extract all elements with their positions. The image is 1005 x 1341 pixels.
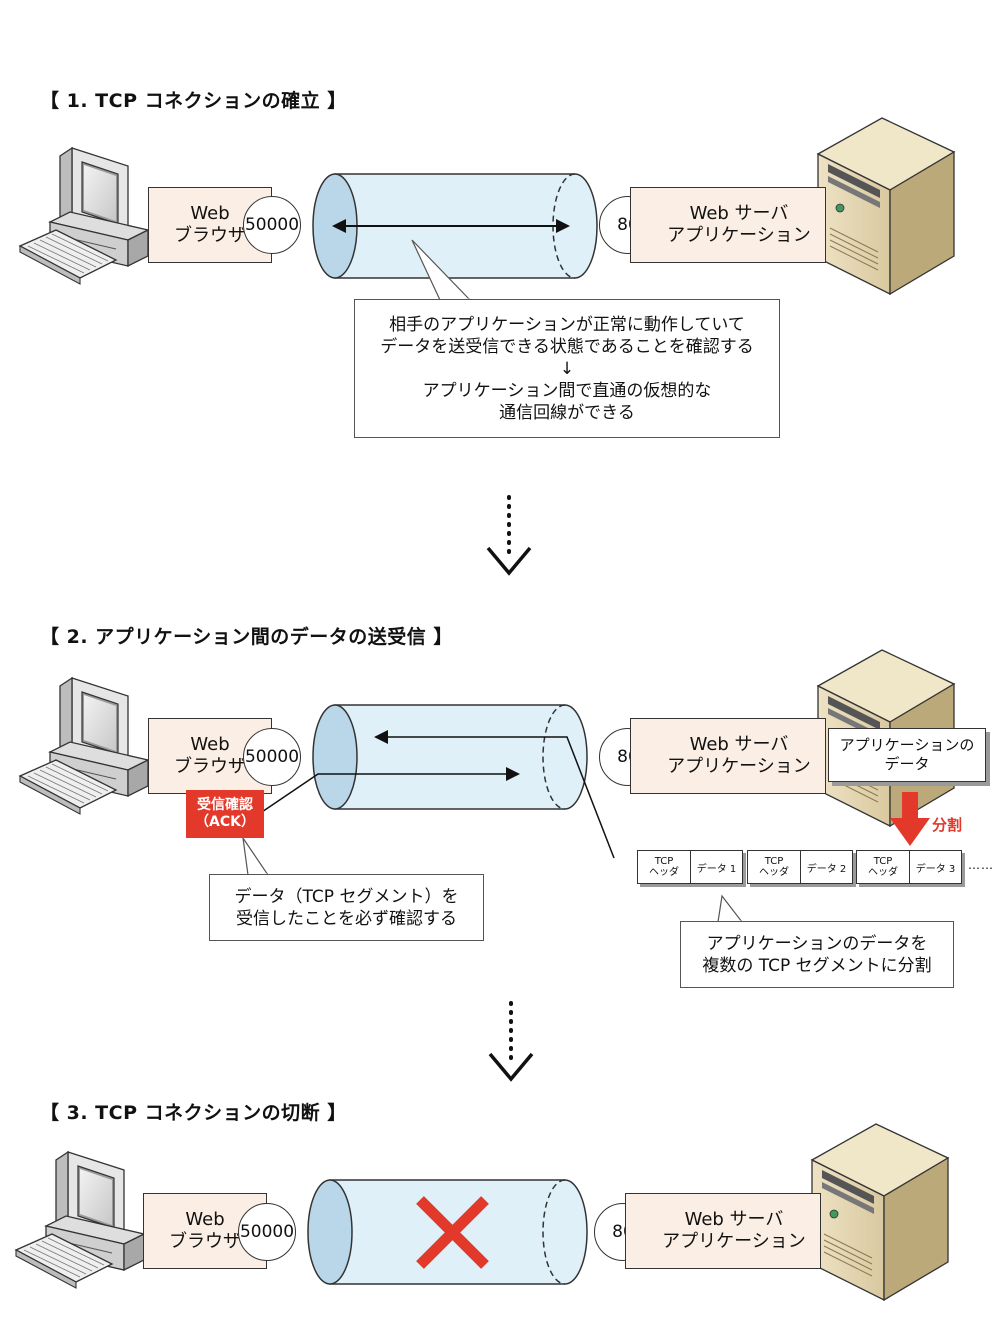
server-label-line: アプリケーション	[667, 225, 811, 246]
server-label-line: アプリケーション	[667, 756, 811, 777]
note-line: アプリケーション間で直通の仮想的な	[422, 380, 712, 401]
ack-arrow-to-server	[255, 767, 520, 817]
client-app-box: Web ブラウザ	[143, 1193, 267, 1269]
tcp-header-line: ヘッダ	[759, 867, 789, 878]
client-label-line: Web	[190, 734, 230, 755]
note-line: データ（TCP セグメント）を	[234, 886, 459, 907]
tcp-segment: TCP ヘッダ データ 3	[856, 850, 962, 884]
bidirectional-arrow	[332, 219, 570, 233]
tcp-header-line: ヘッダ	[649, 867, 679, 878]
callout-pointer	[717, 894, 744, 924]
client-computer-icon	[18, 676, 150, 815]
tcp-header-line: TCP	[873, 856, 893, 867]
tcp-segment: TCP ヘッダ データ 2	[747, 850, 853, 884]
server-label-line: Web サーバ	[689, 734, 789, 755]
ack-badge: 受信確認 （ACK）	[186, 790, 264, 838]
note-line: 通信回線ができる	[499, 402, 635, 423]
server-app-box: Web サーバ アプリケーション	[630, 718, 826, 794]
server-app-box: Web サーバ アプリケーション	[630, 187, 826, 263]
app-data-line: データ	[884, 755, 930, 773]
client-label-line: Web	[185, 1209, 225, 1230]
client-label-line: Web	[190, 203, 230, 224]
note-line: アプリケーションのデータを	[706, 933, 928, 954]
more-segments-ellipsis: ……	[968, 858, 994, 872]
server-app-box: Web サーバ アプリケーション	[625, 1193, 821, 1269]
client-port: 50000	[243, 196, 301, 254]
server-icon	[810, 1123, 950, 1302]
client-label-line: ブラウザ	[174, 756, 246, 777]
tcp-header: TCP ヘッダ	[857, 851, 910, 883]
note-line: データを送受信できる状態であることを確認する	[380, 336, 754, 357]
section-heading-establish: 【 1. TCP コネクションの確立 】	[40, 90, 347, 112]
segment-data: データ 1	[696, 863, 737, 875]
note-line: 受信したことを必ず確認する	[236, 908, 457, 929]
section-heading-transfer: 【 2. アプリケーション間のデータの送受信 】	[40, 626, 453, 648]
tcp-header-line: TCP	[764, 856, 784, 867]
client-port: 50000	[243, 728, 301, 786]
client-label-line: ブラウザ	[174, 225, 246, 246]
disconnect-x-icon	[416, 1196, 489, 1269]
ack-note: データ（TCP セグメント）を 受信したことを必ず確認する	[209, 874, 484, 941]
app-data-line: アプリケーションの	[839, 736, 975, 754]
flow-down-arrow	[486, 495, 532, 576]
note-line: ↓	[559, 358, 575, 379]
flow-down-arrow	[488, 1001, 534, 1082]
tcp-segment: TCP ヘッダ データ 1	[637, 850, 743, 884]
ack-label-line: （ACK）	[195, 814, 255, 830]
tcp-connection-tunnel	[312, 704, 588, 810]
split-label: 分割	[932, 816, 963, 834]
data-arrow-to-client	[374, 730, 615, 859]
application-data-box: アプリケーションの データ	[828, 728, 986, 782]
note-line: 相手のアプリケーションが正常に動作していて	[389, 314, 745, 335]
note-line: 複数の TCP セグメントに分割	[702, 955, 932, 976]
tcp-header-line: ヘッダ	[868, 867, 898, 878]
callout-pointer	[242, 837, 270, 877]
segment-data: データ 2	[806, 863, 847, 875]
server-label-line: Web サーバ	[689, 203, 789, 224]
client-computer-icon	[14, 1150, 146, 1289]
client-computer-icon	[18, 146, 150, 285]
client-label-line: ブラウザ	[169, 1231, 241, 1252]
server-label-line: アプリケーション	[662, 1231, 806, 1252]
connection-note: 相手のアプリケーションが正常に動作していて データを送受信できる状態であることを…	[354, 299, 780, 438]
tcp-header-line: TCP	[654, 856, 674, 867]
ack-label-line: 受信確認	[197, 797, 253, 813]
segment-data: データ 3	[915, 863, 956, 875]
client-port: 50000	[238, 1203, 296, 1261]
section-heading-disconnect: 【 3. TCP コネクションの切断 】	[40, 1102, 347, 1124]
tcp-header: TCP ヘッダ	[638, 851, 691, 883]
split-arrow	[890, 792, 930, 846]
tcp-header: TCP ヘッダ	[748, 851, 801, 883]
server-label-line: Web サーバ	[684, 1209, 784, 1230]
server-icon	[816, 117, 956, 296]
split-note: アプリケーションのデータを 複数の TCP セグメントに分割	[680, 921, 954, 988]
